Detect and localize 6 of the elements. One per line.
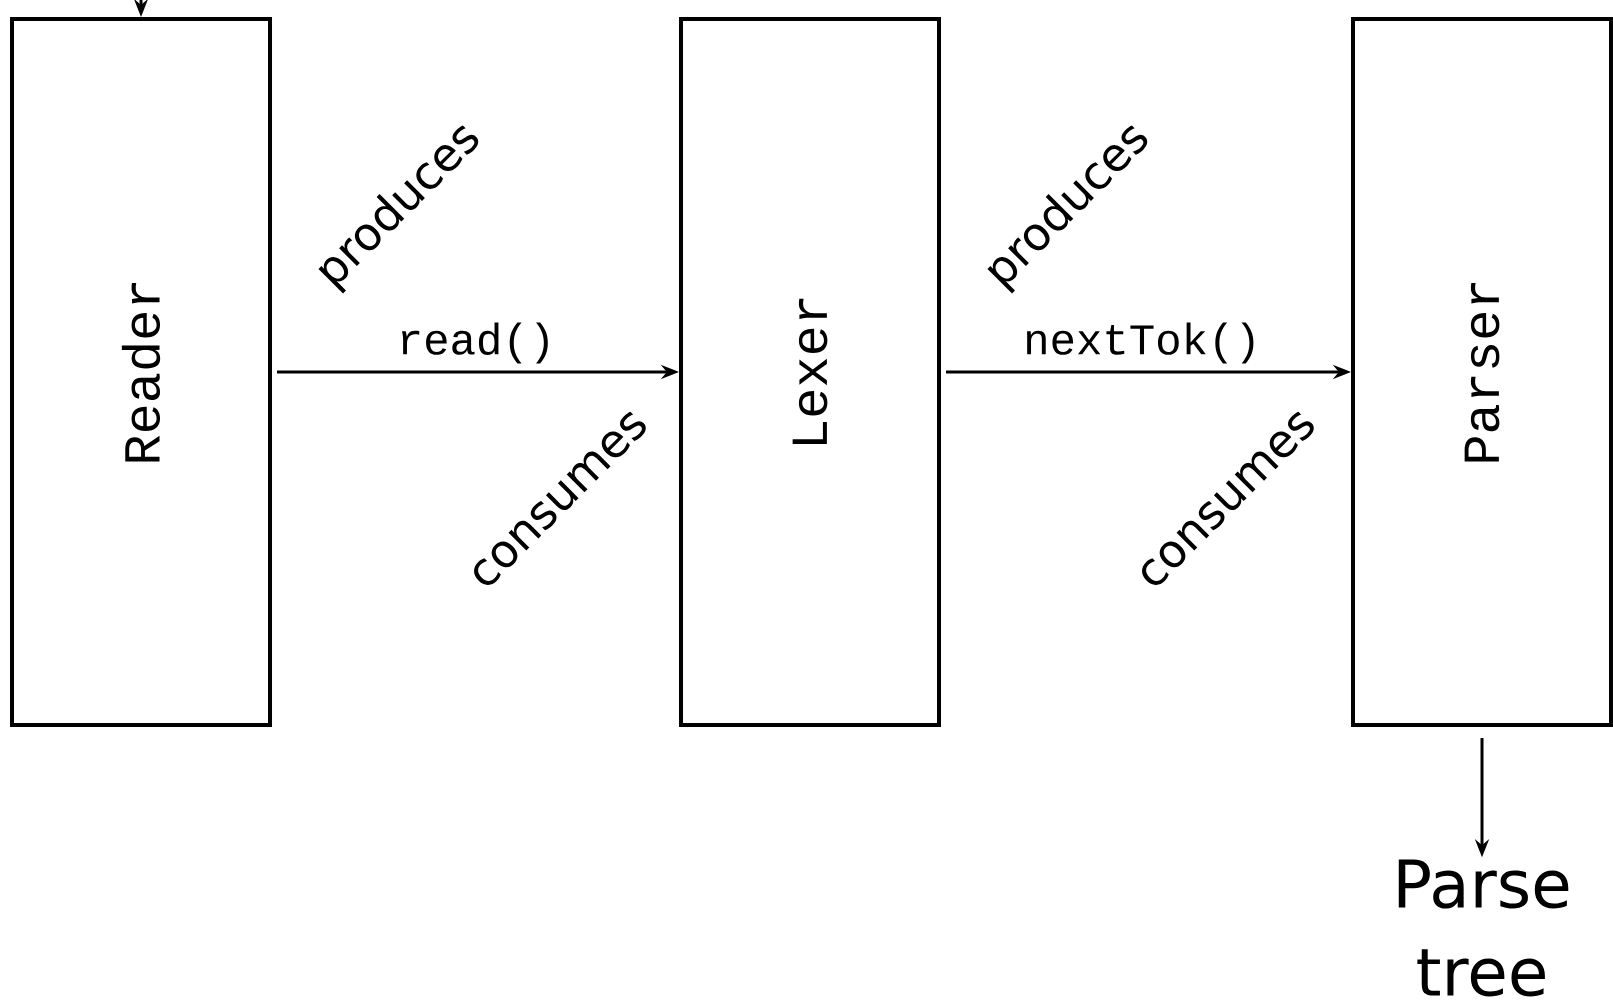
edge-label: nextTok() (1027, 322, 1254, 364)
output-label: Parse tree (1398, 859, 1569, 997)
edge-label: read() (402, 322, 548, 364)
process-box: Lexer (679, 17, 941, 727)
process-box: Parser (1351, 17, 1613, 727)
process-box: Reader (10, 17, 272, 727)
